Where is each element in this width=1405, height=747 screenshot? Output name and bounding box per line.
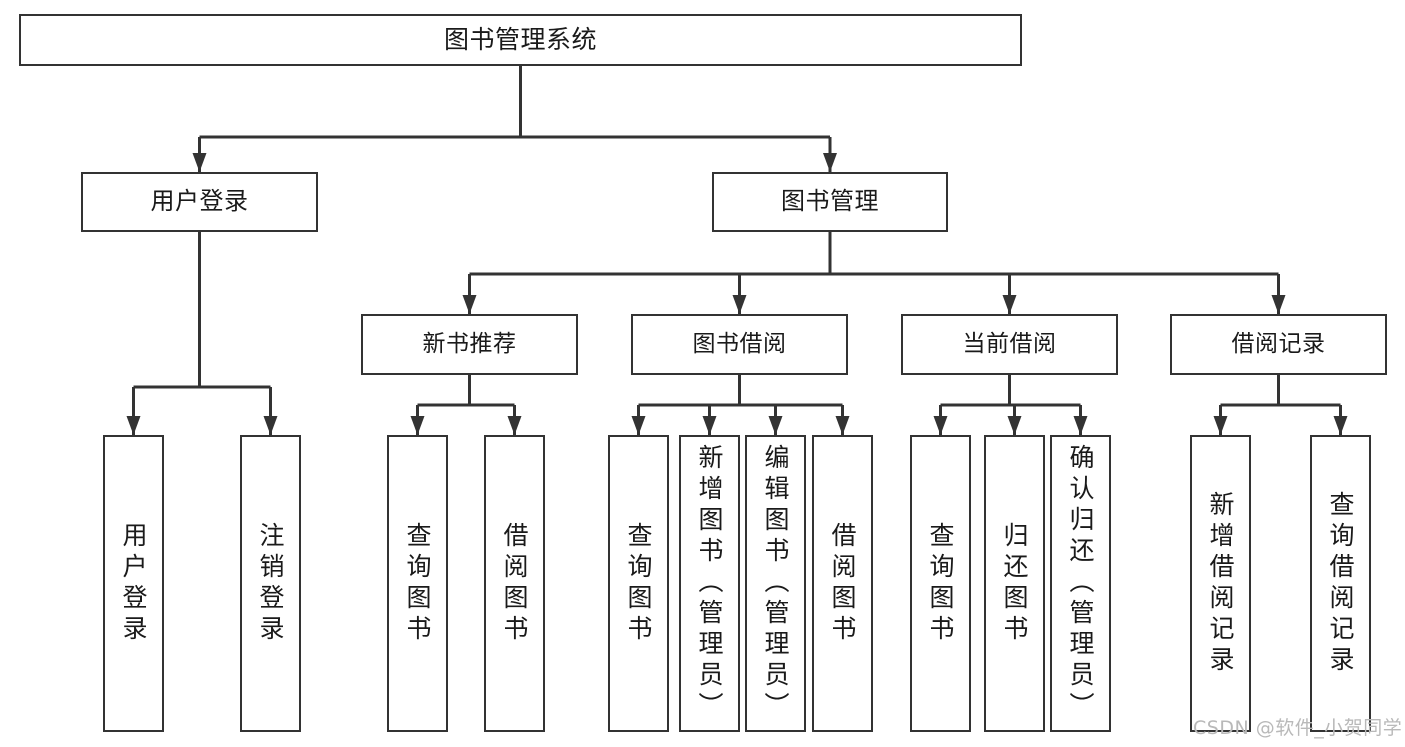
node-leaf-query-book-2[interactable]: 查询图书 [608, 435, 669, 732]
node-leaf-borrow-book-2[interactable]: 借阅图书 [812, 435, 873, 732]
node-label: 用户登录 [150, 187, 249, 216]
node-leaf-confirm-return[interactable]: 确认归还（管理员） [1050, 435, 1111, 732]
node-current-borrow[interactable]: 当前借阅 [901, 314, 1118, 375]
node-label: 归还图书 [1000, 521, 1029, 646]
node-label: 借阅记录 [1231, 331, 1326, 358]
node-new-book-rec[interactable]: 新书推荐 [361, 314, 578, 375]
node-label: 用户登录 [119, 521, 148, 646]
node-label: 新增借阅记录 [1206, 490, 1235, 677]
node-label: 图书借阅 [692, 331, 787, 358]
node-label: 借阅图书 [500, 521, 529, 646]
node-user-login[interactable]: 用户登录 [81, 172, 318, 232]
node-label: 借阅图书 [828, 521, 857, 646]
node-root[interactable]: 图书管理系统 [19, 14, 1022, 66]
node-label: 新增图书（管理员） [695, 444, 724, 723]
node-label: 注销登录 [256, 521, 285, 646]
node-leaf-user-login[interactable]: 用户登录 [103, 435, 164, 732]
node-label: 新书推荐 [422, 331, 517, 358]
node-leaf-return-book[interactable]: 归还图书 [984, 435, 1045, 732]
watermark: CSDN @软件_小贺同学 [1193, 717, 1403, 739]
node-leaf-add-book[interactable]: 新增图书（管理员） [679, 435, 740, 732]
node-leaf-add-record[interactable]: 新增借阅记录 [1190, 435, 1251, 732]
node-book-borrow[interactable]: 图书借阅 [631, 314, 848, 375]
node-leaf-query-book-1[interactable]: 查询图书 [387, 435, 448, 732]
node-label: 编辑图书（管理员） [761, 444, 790, 723]
node-leaf-logout[interactable]: 注销登录 [240, 435, 301, 732]
node-leaf-edit-book[interactable]: 编辑图书（管理员） [745, 435, 806, 732]
node-label: 图书管理系统 [443, 24, 597, 54]
node-label: 查询借阅记录 [1326, 490, 1355, 677]
node-leaf-borrow-book-1[interactable]: 借阅图书 [484, 435, 545, 732]
node-leaf-query-book-3[interactable]: 查询图书 [910, 435, 971, 732]
node-label: 查询图书 [624, 521, 653, 646]
node-label: 确认归还（管理员） [1066, 444, 1095, 723]
node-label: 图书管理 [781, 187, 879, 216]
node-label: 当前借阅 [962, 331, 1057, 358]
node-borrow-record[interactable]: 借阅记录 [1170, 314, 1387, 375]
node-leaf-query-record[interactable]: 查询借阅记录 [1310, 435, 1371, 732]
node-label: 查询图书 [926, 521, 955, 646]
node-label: 查询图书 [403, 521, 432, 646]
node-book-manage[interactable]: 图书管理 [712, 172, 948, 232]
